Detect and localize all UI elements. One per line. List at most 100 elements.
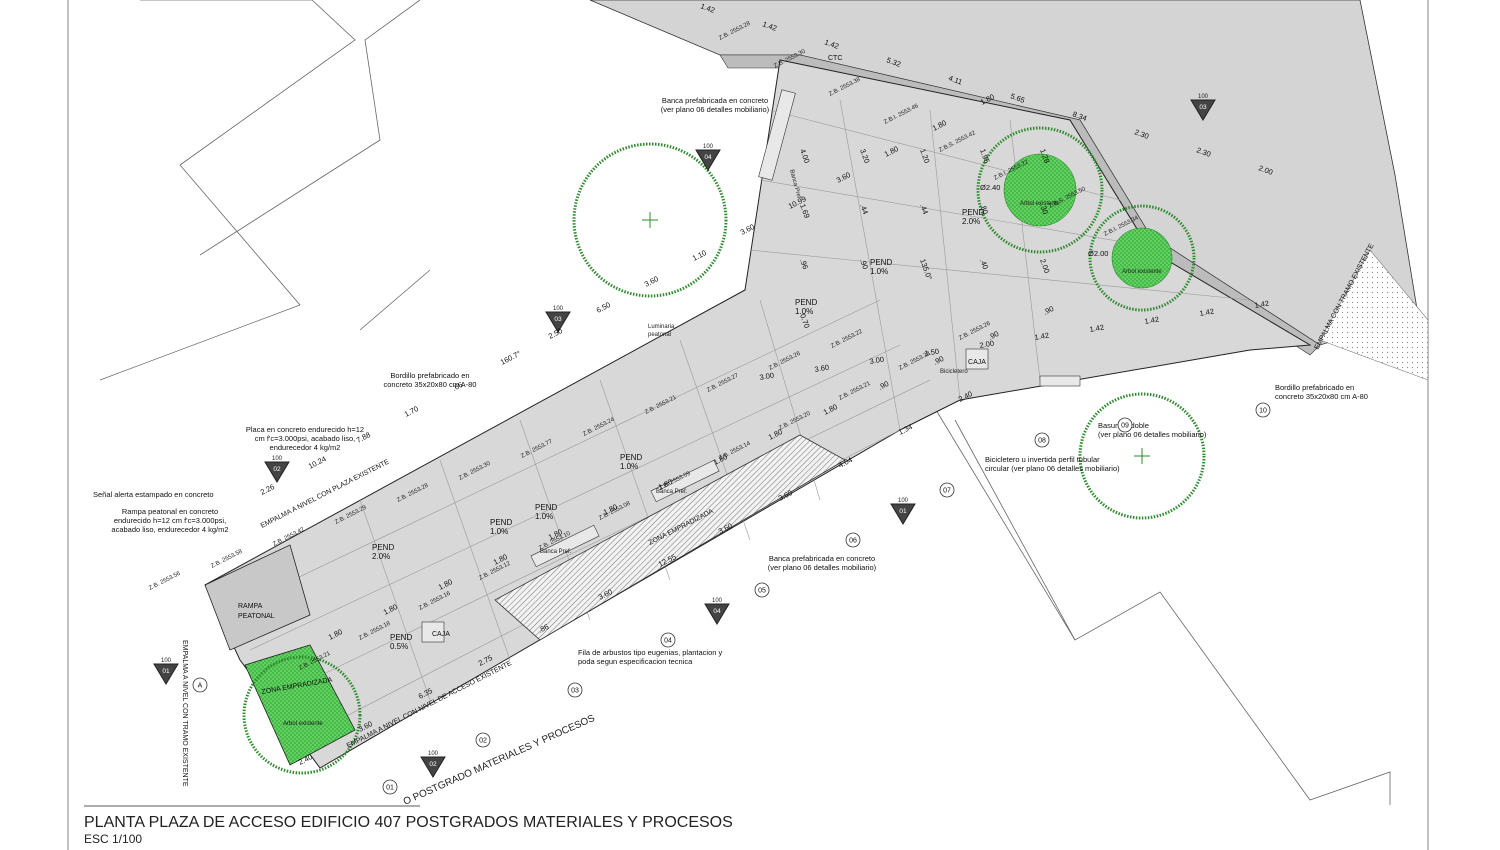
grid-axis-bubble-0 <box>382 779 398 795</box>
dimension-38: .90 <box>877 379 890 392</box>
slope-label-3: PEND <box>870 258 892 267</box>
dimension-45: 1.50 <box>924 347 940 358</box>
dimension-48: 1.42 <box>1089 323 1105 334</box>
section-mark-num-0: 01 <box>162 668 170 675</box>
label-caja-left: CAJA <box>432 631 450 638</box>
slope-value-2: 1.0% <box>795 307 813 316</box>
annotation-placa-line-2: endurecedor 4 kg/m2 <box>270 443 341 452</box>
annotation-bordillo-left-line-1: concreto 35x20x80 cm A-80 <box>384 380 477 389</box>
annotation-arbustos-line-0: Fila de arbustos tipo eugenias, plantaci… <box>578 648 723 657</box>
grid-axis-label-9: 10 <box>1259 408 1267 415</box>
bench-top <box>758 89 796 181</box>
grid-axis-bubble-2 <box>567 682 583 698</box>
grid-axis-label-6: 07 <box>943 488 951 495</box>
annotation-bicicletero-line-0: Bicicletero u invertida perfil tubular <box>985 455 1100 464</box>
pedestrian-ramp <box>204 544 311 651</box>
drawing-scale: ESC 1/100 <box>84 832 142 846</box>
section-mark-sheet-1: 100 <box>272 456 283 462</box>
slope-label-6: PEND <box>490 518 512 527</box>
label-arbol-existente-left: Arbol existente <box>283 721 323 727</box>
dimension-44: 3.00 <box>869 355 885 366</box>
dimension-16: .66 <box>451 380 464 393</box>
dimension-18: 2.50 <box>547 326 564 341</box>
annotation-banca-bottom-line-0: Banca prefabricada en concreto <box>769 554 875 563</box>
slope-value-4: 1.0% <box>535 512 553 521</box>
annotation-placa-line-0: Placa en concreto endurecido h=12 <box>246 425 364 434</box>
label-banca-pref-mid: Banca Pref. <box>656 489 688 495</box>
section-mark-sheet-0: 100 <box>161 658 172 664</box>
dimension-41: .90 <box>1042 304 1055 317</box>
section-mark-3 <box>1190 99 1216 121</box>
dimension-75: .40 <box>978 258 990 271</box>
label-luminaria-line-1: peatonal <box>648 332 671 338</box>
section-mark-1 <box>264 461 290 483</box>
slope-value-0: 2.0% <box>372 552 390 561</box>
slope-value-5: 2.0% <box>962 217 980 226</box>
context-lines <box>67 0 1429 850</box>
slope-value-6: 1.0% <box>490 527 508 536</box>
grid-axis-bubble-6 <box>939 482 955 498</box>
label-ctc: CTC <box>828 55 842 62</box>
grid-axis-bubble-8 <box>1117 417 1133 433</box>
dimension-50: 1.42 <box>1199 307 1215 318</box>
grid-axis-bubble-9 <box>1255 402 1271 418</box>
label-banca-pref-low: Banca Pref. <box>540 549 572 555</box>
dimension-42: 3.00 <box>759 371 775 382</box>
slope-value-7: 1.0% <box>620 462 638 471</box>
dimension-70: .80 <box>978 203 990 216</box>
section-mark-num-3: 03 <box>1199 104 1207 111</box>
grid-axis-bubble-10 <box>192 677 208 693</box>
trash-bin <box>1039 375 1081 387</box>
trees <box>242 126 1206 775</box>
annotation-bordillo-right-line-1: concreto 35x20x80 cm A-80 <box>1275 392 1368 401</box>
annotation-rampa-line-0: Rampa peatonal en concreto <box>122 507 218 516</box>
annotation-bordillo-left-line-0: Bordillo prefabricado en <box>390 371 469 380</box>
dimension-69: .44 <box>918 203 930 216</box>
section-mark-sheet-4: 100 <box>703 144 714 150</box>
annotation-bordillo-right-line-0: Bordillo prefabricado en <box>1275 383 1354 392</box>
dimension-19: 6.50 <box>595 300 612 315</box>
slope-label-1: PEND <box>390 633 412 642</box>
dimension-47: 1.42 <box>1034 331 1050 342</box>
label-arbol-existente-top: Arbol existente <box>1020 201 1060 207</box>
annotation-arbustos-line-1: poda segun especificacion tecnica <box>578 657 693 666</box>
grid-axis-bubble-5 <box>845 532 861 548</box>
grid-axis-label-8: 09 <box>1121 423 1129 430</box>
dimension-17: 160.7° <box>499 349 522 367</box>
grid-axis-label-7: 08 <box>1038 438 1046 445</box>
furniture <box>421 89 1081 643</box>
section-mark-num-4: 04 <box>704 154 712 161</box>
label-bicicletero: Bicicletero <box>940 369 968 375</box>
dimension-20: 3.60 <box>643 274 660 289</box>
drawing-title: PLANTA PLAZA DE ACCESO EDIFICIO 407 POST… <box>84 814 733 831</box>
dimension-21: 1.10 <box>691 248 708 263</box>
tree-canopy-mid-right <box>1088 204 1196 312</box>
label-luminaria-line-0: Luminaria <box>648 324 675 330</box>
grid-axis-bubble-1 <box>475 732 491 748</box>
grid-axis-label-1: 02 <box>479 738 487 745</box>
annotation-senal-line-0: Señal alerta estampado en concreto <box>93 490 214 499</box>
section-mark-6 <box>704 603 730 625</box>
annotation-banca-bottom-line-1: (ver plano 06 detalles mobiliario) <box>768 563 877 572</box>
section-mark-7 <box>890 503 916 525</box>
slope-value-1: 0.5% <box>390 642 408 651</box>
annotation-banca-top-line-1: (ver plano 06 detalles mobiliario) <box>661 105 770 114</box>
dimension-46: 2.00 <box>979 339 995 350</box>
dimension-39: .90 <box>932 354 945 367</box>
annotation-placa-line-1: cm f'c=3.000psi, acabado liso, <box>255 434 355 443</box>
dimension-12: 2.26 <box>259 482 276 497</box>
slope-label-5: PEND <box>962 208 984 217</box>
existing-path-right <box>1319 249 1429 381</box>
grid-axis-label-0: 01 <box>386 785 394 792</box>
annotation-rampa-line-1: endurecido h=12 cm f'c=3.000psi, <box>114 516 226 525</box>
dimension-51: 1.42 <box>1254 299 1270 310</box>
label-rampa-peatonal-line-0: RAMPA <box>238 603 263 610</box>
grid-axis-label-10: A <box>198 683 203 690</box>
section-mark-5 <box>420 756 446 778</box>
grid-axis-label-4: 05 <box>758 588 766 595</box>
tree-existing-top-right <box>1003 153 1077 227</box>
box-left <box>421 621 445 643</box>
slope-label-2: PEND <box>795 298 817 307</box>
tree-canopy-top-right <box>976 126 1104 254</box>
bench-low <box>530 524 600 568</box>
